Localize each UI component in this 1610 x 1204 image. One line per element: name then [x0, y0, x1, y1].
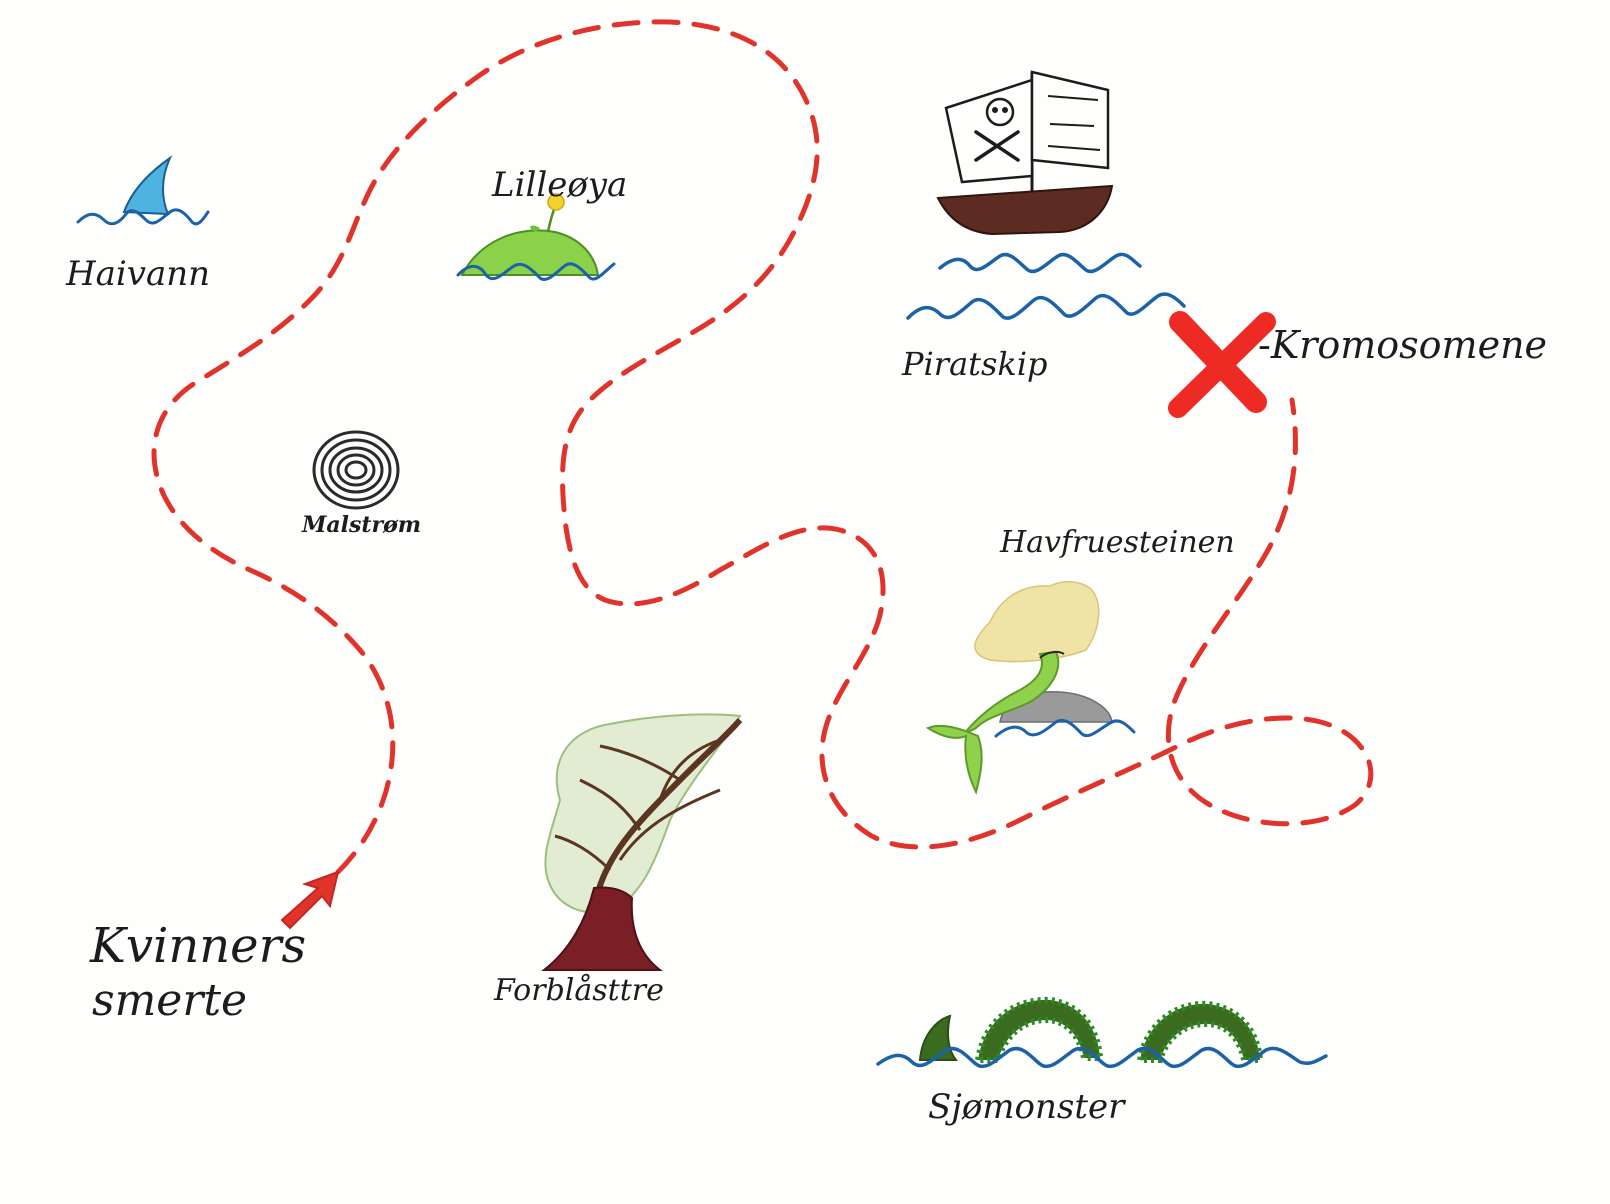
shark-fin-icon [76, 155, 210, 226]
label-forblasttre: Forblåsttre [493, 973, 664, 1008]
island-icon [456, 193, 616, 281]
tree-icon [541, 713, 743, 971]
treasure-route [151, 19, 1374, 875]
label-haivann: Haivann [65, 254, 210, 294]
mermaid-icon [925, 581, 1136, 795]
label-kvinners: Kvinners [89, 918, 306, 974]
label-kromosomene: -Kromosomene [1258, 323, 1547, 367]
label-piratskip: Piratskip [901, 345, 1048, 383]
label-malstrom: Malstrøm [301, 512, 421, 538]
label-smerte: smerte [92, 975, 247, 1026]
start-arrow-icon [280, 870, 340, 930]
pirate-ship-icon [906, 70, 1186, 320]
sea-monster-icon [876, 996, 1328, 1069]
whirlpool-icon [312, 430, 400, 510]
label-lilleoya: Lilleøya [491, 165, 627, 205]
x-mark-icon [1168, 311, 1276, 418]
label-sjomonster: Sjømonster [928, 1087, 1126, 1127]
label-havfruesteinen: Havfruesteinen [999, 525, 1235, 560]
